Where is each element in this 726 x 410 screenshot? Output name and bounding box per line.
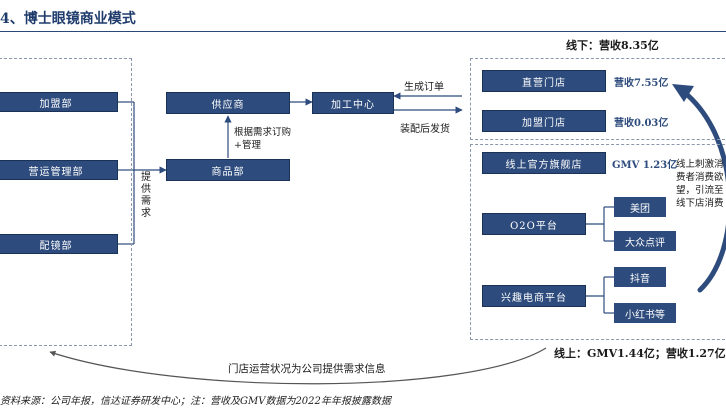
department-franchise: 加盟部 bbox=[0, 92, 118, 112]
supply-demand-label: 提供需求 bbox=[141, 172, 151, 219]
order-manage-label: 根据需求订购+管理 bbox=[234, 127, 292, 151]
o2o-platform-box: O2O平台 bbox=[482, 213, 586, 235]
franchise-store-revenue: 营收0.03亿 bbox=[614, 118, 669, 129]
commodity-dept-box: 商品部 bbox=[166, 159, 290, 181]
source-footnote: 资料来源：公司年报，信达证券研发中心；注：营收及GMV数据为2022年年报披露数… bbox=[0, 396, 391, 407]
generate-order-label: 生成订单 bbox=[404, 82, 444, 93]
meituan-box: 美团 bbox=[614, 197, 666, 217]
interest-ecommerce-box: 兴趣电商平台 bbox=[482, 285, 586, 307]
department-optical: 配镜部 bbox=[0, 234, 118, 254]
flagship-gmv: GMV 1.23亿 bbox=[612, 160, 678, 171]
assemble-ship-label: 装配后发货 bbox=[400, 124, 450, 135]
direct-store-revenue: 营收7.55亿 bbox=[614, 78, 669, 89]
left-department-group bbox=[0, 58, 132, 346]
dianping-box: 大众点评 bbox=[614, 231, 676, 251]
feedback-flow-label: 门店运营状况为公司提供需求信息 bbox=[228, 363, 386, 375]
direct-store-box: 直营门店 bbox=[482, 70, 606, 92]
page-title: 4、博士眼镜商业模式 bbox=[0, 11, 136, 27]
xiaohongshu-box: 小红书等 bbox=[614, 303, 676, 323]
online-to-offline-arrowhead bbox=[672, 84, 694, 102]
feedback-curve bbox=[49, 347, 547, 385]
offline-channel-group bbox=[470, 58, 726, 140]
online-stimulus-note: 线上刺激消 费者消费欲 望，引流至 线下店消费 bbox=[676, 159, 724, 209]
flagship-store-box: 线上官方旗舰店 bbox=[482, 152, 606, 174]
online-channel-group bbox=[470, 144, 726, 340]
online-revenue-summary: 线上：GMV1.44亿；营收1.27亿 bbox=[554, 347, 726, 360]
processing-center-box: 加工中心 bbox=[312, 92, 394, 114]
offline-revenue-summary: 线下：营收8.35亿 bbox=[566, 39, 659, 52]
online-to-offline-curve bbox=[681, 89, 726, 293]
douyin-box: 抖音 bbox=[614, 267, 666, 287]
franchise-store-box: 加盟门店 bbox=[482, 110, 606, 132]
department-operations: 营运管理部 bbox=[0, 160, 118, 180]
supplier-box: 供应商 bbox=[166, 92, 290, 114]
title-divider bbox=[0, 31, 726, 32]
